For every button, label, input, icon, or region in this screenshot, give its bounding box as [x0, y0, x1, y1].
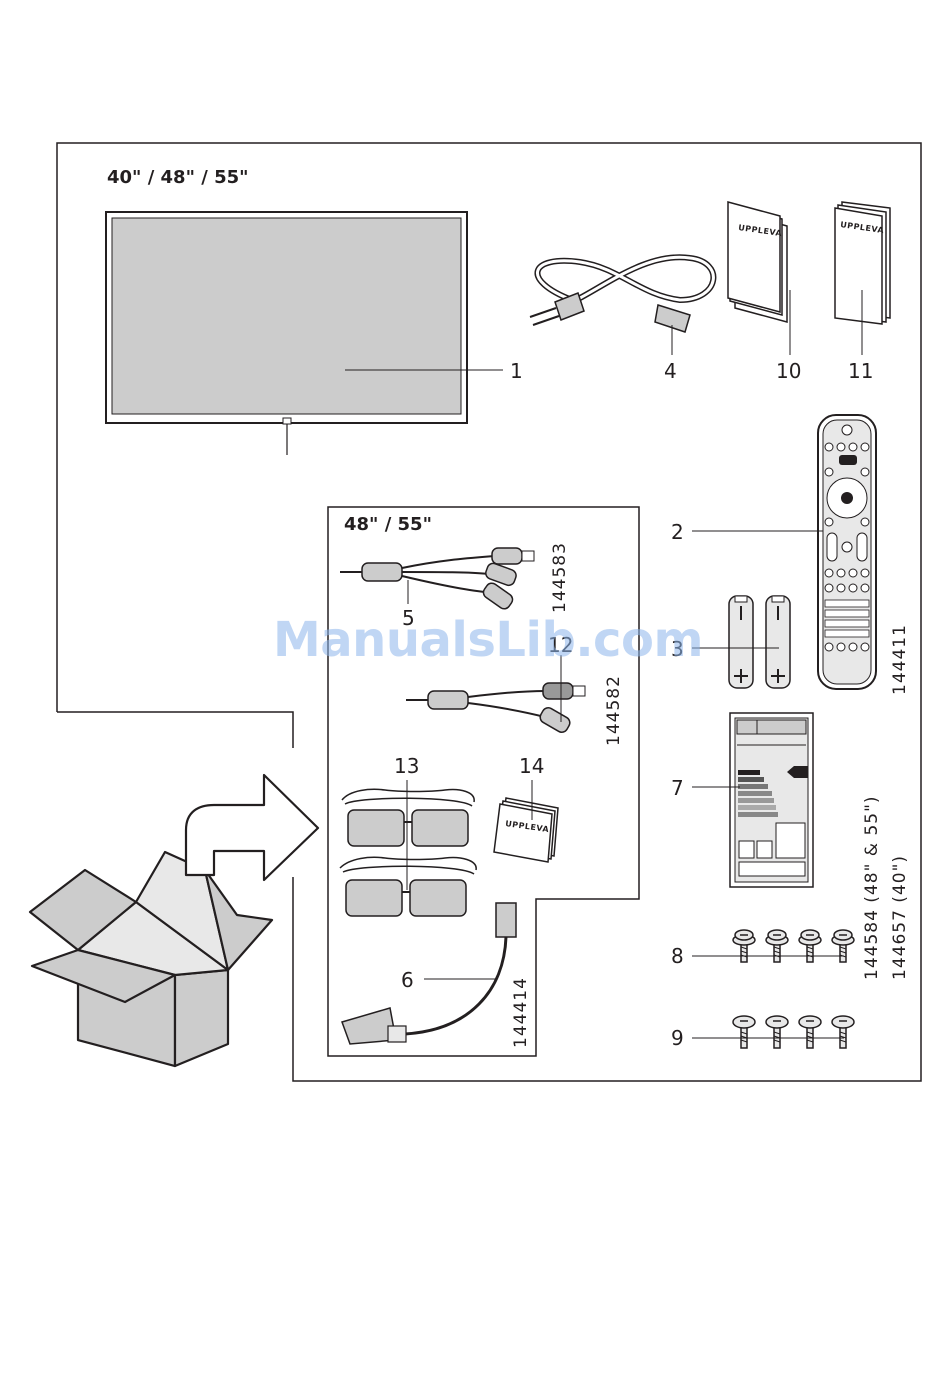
scart-adapter-illustration — [342, 903, 516, 1044]
glasses-illustration — [340, 780, 476, 916]
part-number-screws-small: 144657 (40") — [890, 855, 910, 980]
screws-set-9-illustration — [692, 1016, 854, 1048]
manual-10-illustration: UPPLEVA — [728, 202, 790, 355]
callout-screws-b: 9 — [671, 1026, 684, 1050]
tv-illustration — [106, 212, 503, 455]
sizes-header-all: 40" / 48" / 55" — [107, 167, 249, 188]
manual-11-illustration: UPPLEVA — [835, 202, 890, 355]
callout-screws-a: 8 — [671, 944, 684, 968]
open-box-illustration — [30, 852, 272, 1066]
callout-batteries: 3 — [671, 637, 684, 661]
part-number-av-cable-b: 144582 — [604, 675, 624, 746]
callout-manual-b: 11 — [848, 359, 873, 383]
screws-set-8-illustration — [692, 930, 854, 962]
batteries-illustration — [692, 596, 790, 688]
callout-glasses: 13 — [394, 754, 419, 778]
callout-manual-a: 10 — [776, 359, 801, 383]
callout-av-cable: 5 — [402, 606, 415, 630]
callout-remote: 2 — [671, 520, 684, 544]
callout-av-cable-b: 12 — [548, 633, 573, 657]
av-cable-illustration — [340, 548, 534, 611]
av-cable-b-illustration — [406, 655, 585, 734]
callout-scart-adapter: 6 — [401, 968, 414, 992]
callout-glasses-booklet: 14 — [519, 754, 544, 778]
callout-energy-label: 7 — [671, 776, 684, 800]
callout-tv: 1 — [510, 359, 523, 383]
power-cord-illustration — [530, 257, 713, 355]
part-number-remote: 144411 — [890, 624, 910, 695]
part-number-av-cable: 144583 — [550, 542, 570, 613]
sizes-header-large: 48" / 55" — [344, 514, 432, 535]
part-number-screws-large: 144584 (48" & 55") — [862, 795, 882, 980]
unpack-arrow-icon — [186, 775, 318, 880]
energy-label-illustration — [692, 713, 813, 887]
callout-power-cord: 4 — [664, 359, 677, 383]
glasses-booklet-illustration: UPPLEVA — [494, 780, 558, 862]
part-number-scart-adapter: 144414 — [511, 977, 531, 1048]
